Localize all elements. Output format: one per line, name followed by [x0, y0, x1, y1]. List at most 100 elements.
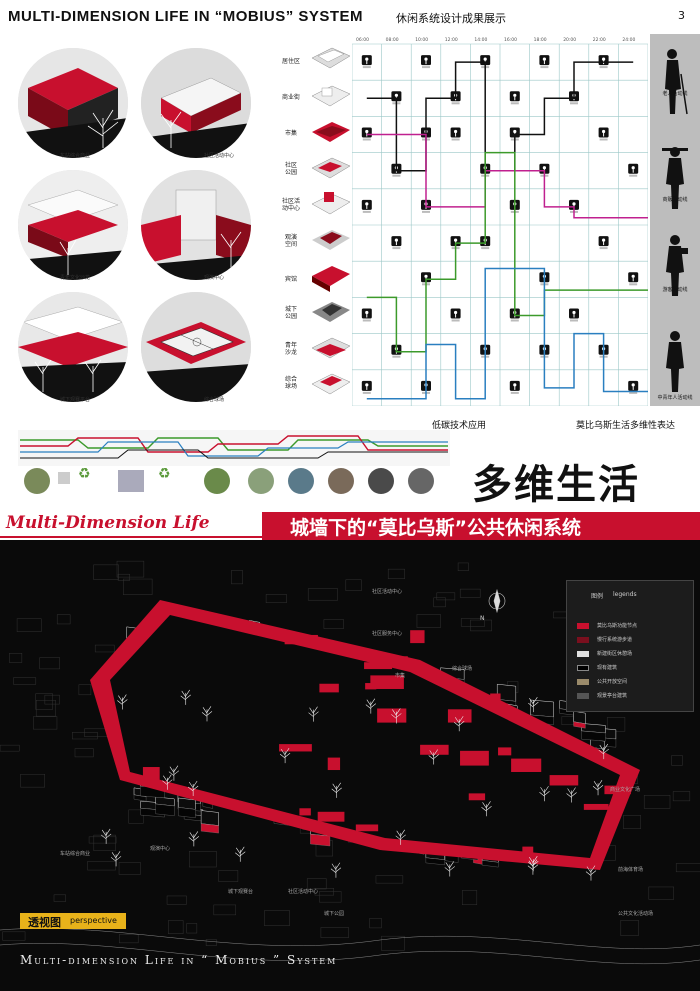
- silhouettes: [662, 49, 688, 392]
- activity-icon: [628, 272, 639, 286]
- banner-underline: [0, 536, 262, 538]
- time-tick-label: 18:00: [534, 37, 547, 43]
- perspective-tag: [20, 913, 126, 929]
- svg-text:♻: ♻: [78, 466, 91, 482]
- axon-render-image: [141, 292, 251, 402]
- map-annotation: 城下公园: [324, 911, 345, 917]
- circle-render-viewing-platform: [18, 292, 128, 402]
- activity-icon: [421, 55, 431, 69]
- activity-icon: [598, 127, 609, 141]
- city-perspective-drawing: N: [0, 560, 700, 964]
- banner-title-en: Multi-Dimension Life: [6, 513, 210, 533]
- axon-render-image: [18, 292, 128, 402]
- row-label: 市集: [284, 130, 297, 137]
- legend-title-en: legends: [613, 591, 637, 598]
- time-tick-label: 20:00: [563, 37, 576, 43]
- activity-icon: [361, 380, 372, 394]
- perspective-label-en: perspective: [70, 916, 117, 925]
- map-annotation: 社区服务中心: [372, 631, 403, 637]
- activity-icon: [569, 308, 579, 322]
- time-tick-label: 24:00: [622, 37, 635, 43]
- time-tick-label: 16:00: [504, 37, 517, 43]
- activity-icon: [450, 127, 461, 141]
- page-title: MULTI-DIMENSION LIFE IN “MOBIUS” SYSTEM: [8, 8, 364, 25]
- person-silhouette-icon: [662, 49, 688, 392]
- activity-icon: [361, 55, 372, 69]
- map-annotation: 社区活动中心: [288, 889, 319, 895]
- circle-render-station: [18, 48, 128, 158]
- circle-caption: 综合球场: [204, 397, 225, 403]
- map-annotation: 车站综合商业: [60, 851, 91, 857]
- map-annotation: 公共文化活动场: [618, 911, 654, 917]
- thumbnail-icons: [311, 47, 351, 395]
- circle-render-theater: [141, 170, 251, 280]
- row-label: 居住区: [281, 58, 300, 65]
- time-tick-label: 08:00: [386, 37, 399, 43]
- activity-icon: [598, 236, 609, 250]
- legend-swatch: [577, 665, 589, 671]
- map-annotation: 社区活动中心: [372, 589, 403, 595]
- figure-label: 游客活动线: [662, 287, 688, 293]
- circle-caption: 青年文化沙龙: [60, 275, 91, 281]
- legend-swatch: [577, 637, 589, 643]
- svg-text:N: N: [480, 615, 485, 622]
- map-annotation: 商业文化广场: [610, 787, 641, 793]
- map-annotation: 市集: [395, 673, 406, 679]
- legend-swatch: [577, 679, 589, 685]
- map-annotation: 综合球场: [452, 666, 473, 672]
- activity-icon: [391, 236, 402, 250]
- map-annotation: 前海体育场: [618, 867, 644, 873]
- map-legend: 图例 legends 莫比乌斯功能节点 慢行系统游步道 新建街区休憩场 现有建筑…: [566, 580, 694, 712]
- row-label: 商业街: [281, 94, 300, 101]
- row-label: 城下 公园: [284, 306, 297, 320]
- circle-render-ball-court: [141, 292, 251, 402]
- map-annotation: 观演中心: [150, 846, 171, 852]
- activity-icon: [509, 380, 520, 394]
- axon-render-image: [18, 48, 128, 158]
- circle-caption: 车站综合商业: [60, 153, 91, 159]
- compass-icon: [488, 588, 506, 614]
- row-label: 社区 公园: [284, 162, 297, 176]
- circle-render-community: [141, 48, 251, 158]
- activity-route-lines: [366, 61, 648, 400]
- time-tick-label: 22:00: [593, 37, 606, 43]
- row-label: 社区活 动中心: [281, 198, 300, 212]
- activity-icon: [539, 55, 550, 69]
- banner-title-cn: 城墙下的“莫比乌斯”公共休闲系统: [290, 517, 581, 539]
- figure-label: 商贩活动线: [662, 197, 688, 203]
- page-number: 3: [678, 9, 685, 22]
- time-tick-label: 06:00: [356, 37, 369, 43]
- time-tick-label: 12:00: [445, 37, 458, 43]
- activity-icon: [509, 91, 520, 105]
- figure-column: [650, 34, 700, 406]
- axon-render-image: [18, 170, 128, 280]
- footer-title: Multi-dimension Life in “ Mobius ” Syste…: [20, 953, 338, 967]
- activity-icon: [628, 163, 639, 177]
- row-label: 宾馆: [284, 276, 297, 283]
- time-tick-label: 10:00: [415, 37, 428, 43]
- mobius-label: 莫比乌斯生活多维性表达: [576, 421, 676, 431]
- figure-label: 中青年人活动线: [657, 395, 693, 401]
- legend-swatch: [577, 651, 589, 657]
- row-label: 青年 沙龙: [284, 342, 297, 356]
- legend-title: 图例: [591, 593, 604, 600]
- banner-bar: [262, 512, 700, 540]
- svg-text:♻: ♻: [158, 466, 171, 482]
- page-subtitle: 休闲系统设计成果展示: [396, 12, 506, 25]
- activity-icon-cells: [361, 55, 639, 394]
- activity-icon: [450, 308, 461, 322]
- route-line: [366, 61, 634, 172]
- row-label: 综合 球场: [284, 376, 297, 390]
- low-carbon-timeline: ♻ ♻: [18, 430, 450, 494]
- circle-render-youth-salon: [18, 170, 128, 280]
- axon-render-image: [141, 48, 251, 158]
- perspective-label-cn: 透视图: [28, 916, 61, 929]
- activity-timeline-matrix: 06:00 08:00 10:00 12:00 14:00 16:00 18:00 20:00…: [352, 34, 648, 406]
- legend-swatch: [577, 623, 589, 629]
- row-thumbnails: [311, 47, 351, 395]
- legend-swatch: [577, 693, 589, 699]
- map-annotation: 城下观赛台: [228, 889, 254, 895]
- time-tick-label: 14:00: [474, 37, 487, 43]
- tech-label: 低碳技术应用: [432, 421, 487, 431]
- route-line: [366, 151, 648, 353]
